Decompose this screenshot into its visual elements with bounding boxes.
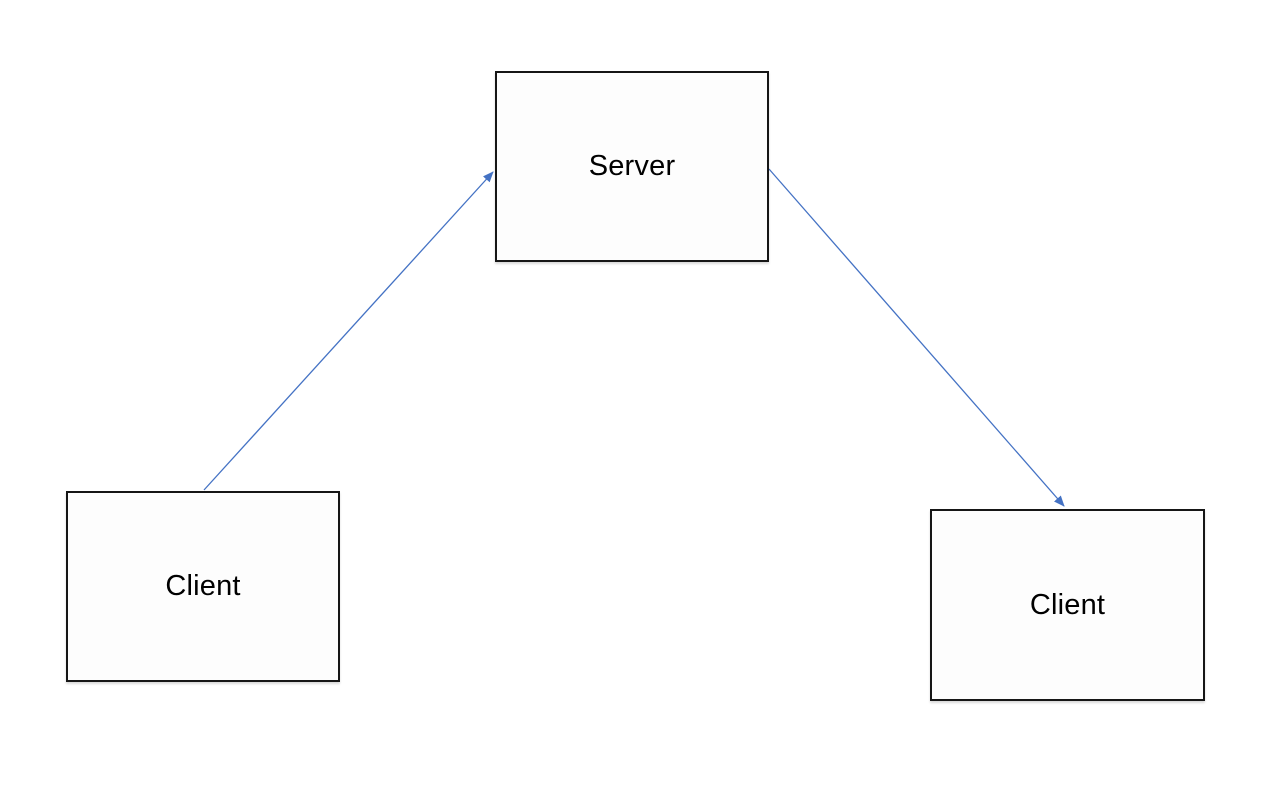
node-server: Server <box>495 71 769 262</box>
edge-server-to-client-right <box>768 168 1065 507</box>
node-client-right-label: Client <box>1029 588 1106 621</box>
node-client-left-label: Client <box>165 570 241 602</box>
edge-client-left-to-server <box>203 171 494 491</box>
node-client-right: Client <box>930 509 1205 701</box>
node-client-left: Client <box>66 491 340 682</box>
node-server-label: Server <box>588 150 676 182</box>
